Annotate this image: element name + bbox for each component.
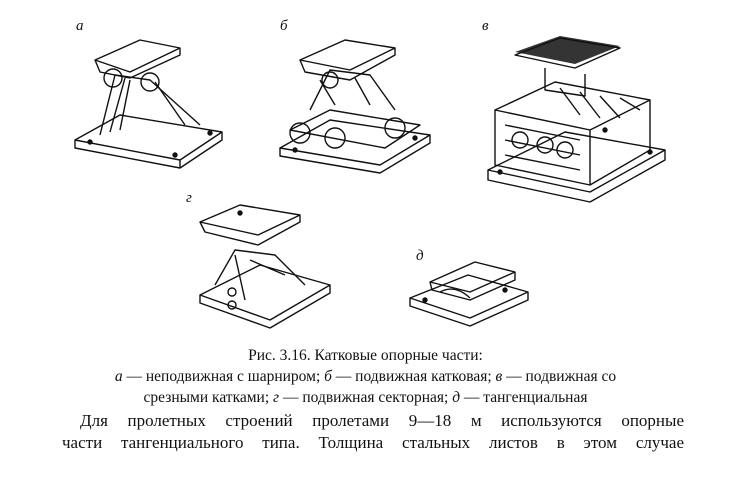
label-g: г [186,190,192,206]
caption-text: срезными катками; [143,389,274,406]
body-paragraph-line1: Для пролетных строений пролетами 9—18 м … [80,411,684,430]
caption-text: — подвижная катковая; [331,368,496,385]
bearing-b-drawing [279,39,431,174]
caption-letter: г [273,389,280,406]
label-a: а [76,18,84,34]
caption-letter: д [452,389,461,406]
label-b: б [280,18,288,34]
caption-letter: б [324,368,332,385]
caption-letter: а [114,368,123,385]
bearing-g-drawing [199,204,331,329]
figure-caption-title: Рис. 3.16. Катковые опорные части: [248,347,483,364]
bearing-a-drawing [74,39,223,169]
bearing-d-drawing [409,261,529,327]
caption-text: — тангенциальная [460,389,588,406]
caption-letter: в [495,368,503,385]
label-v: в [482,18,489,34]
figure-caption-line3: срезными катками; г — подвижная секторна… [0,388,731,408]
bearing-v-drawing [487,36,666,203]
caption-text: — неподвижная с шарниром; [122,368,325,385]
bearing-illustrations [74,36,666,329]
figure-caption-line2: а — неподвижная с шарниром; б — подвижна… [0,367,731,387]
caption-text: — подвижная секторная; [279,389,453,406]
caption-text: — подвижная со [502,368,617,385]
body-paragraph-line2: части тангенциального типа. Толщина стал… [62,433,684,452]
label-d: д [416,248,424,264]
